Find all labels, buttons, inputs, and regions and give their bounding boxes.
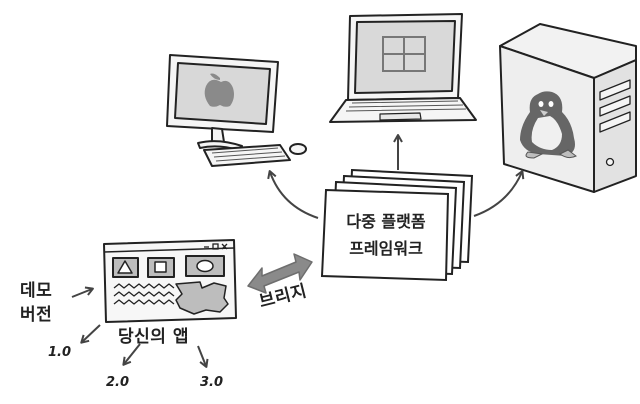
triangle-icon — [117, 260, 133, 274]
window-controls — [204, 243, 228, 250]
tux-icon — [520, 91, 577, 159]
framework-label-line2: 프레임워크 — [349, 239, 423, 258]
mouse — [289, 143, 307, 155]
bridge-arrow — [247, 253, 313, 294]
tower-computer — [499, 23, 637, 193]
arrow-to-mac — [267, 170, 319, 219]
framework-label-line1: 다중 플랫폼 — [346, 212, 426, 231]
arrow-to-linux — [473, 170, 525, 217]
demo-label-line1: 데모 — [20, 281, 53, 301]
imac-neck — [211, 127, 225, 143]
zigzag-content — [113, 283, 175, 305]
arrow-to-demo — [71, 286, 94, 298]
square-icon — [154, 261, 167, 273]
power-button — [605, 157, 615, 167]
arrow-to-v1 — [80, 324, 101, 344]
arrow-to-v2 — [122, 343, 141, 366]
demo-label-line2: 버전 — [20, 305, 53, 325]
circle-icon — [196, 259, 214, 273]
puzzle-shape — [175, 281, 229, 315]
windows-icon — [382, 36, 426, 72]
app-label: 당신의 앱 — [118, 327, 189, 347]
framework-card — [320, 188, 450, 282]
close-icon — [221, 243, 228, 250]
version-3-label: 3.0 — [200, 375, 224, 390]
maximize-icon — [212, 243, 219, 250]
framework-stack — [320, 168, 474, 282]
version-1-label: 1.0 — [48, 345, 72, 360]
imac-computer — [166, 54, 307, 167]
demo-label: 데모 버전 — [20, 279, 52, 327]
version-2-label: 2.0 — [106, 375, 130, 390]
arrow-to-v3 — [197, 345, 209, 368]
framework-label: 다중 플랫폼 프레임워크 — [328, 208, 444, 262]
apple-icon — [204, 73, 234, 107]
app-window — [103, 239, 237, 323]
